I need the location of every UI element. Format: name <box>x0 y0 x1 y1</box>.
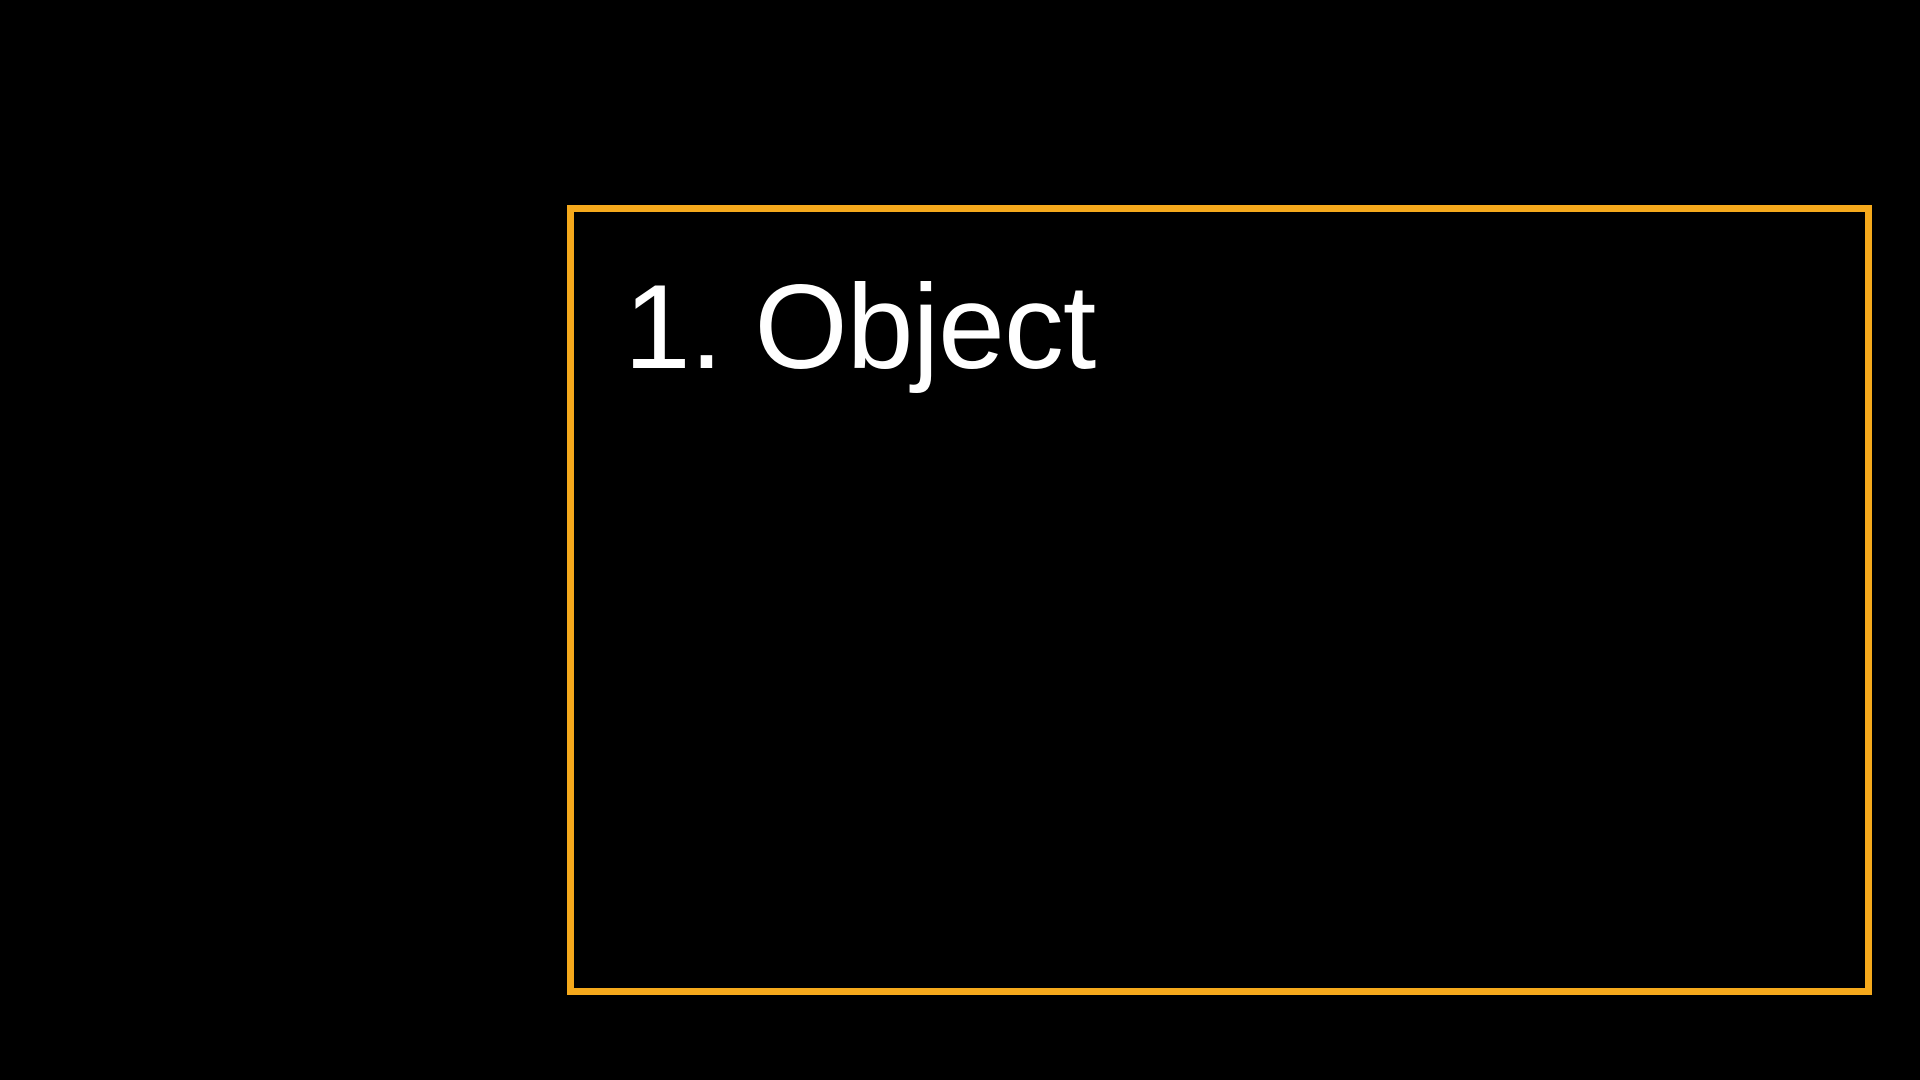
slide-heading: 1. Object <box>624 260 1096 394</box>
highlight-frame: 1. Object <box>567 205 1872 995</box>
